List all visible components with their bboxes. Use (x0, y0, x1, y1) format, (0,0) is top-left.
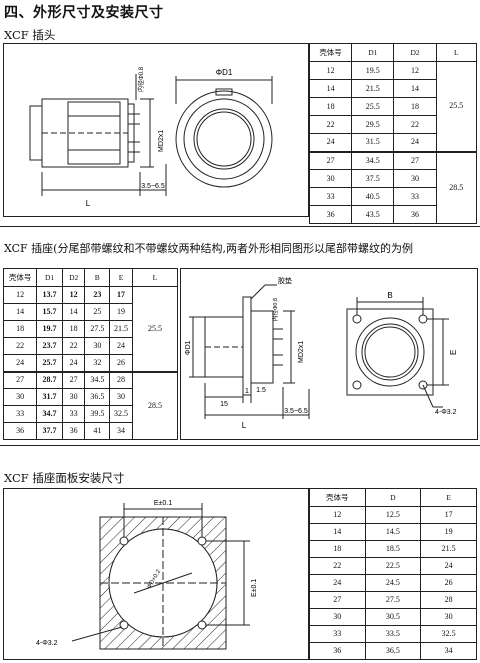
panel-e-top-label: E±0.1 (154, 500, 172, 507)
panel-heading: XCF 插座面板安装尺寸 (4, 471, 125, 485)
plug-md-label: MD2x1 (158, 130, 165, 152)
plug-offset-label: 3.5~6.5 (141, 183, 165, 190)
socket-offset-label: 3.5~6.5 (284, 408, 308, 415)
socket-th-d1: D1 (36, 268, 63, 287)
socket-front-flange (346, 308, 434, 396)
socket-inner-dim-label: 内径Φ0.8 (271, 298, 279, 321)
plug-th-shell: 壳体号 (308, 43, 353, 62)
panel-drawing-frame: E±0.1 E±0.1 ΦD+0.2 4-Φ3.2 (3, 488, 309, 660)
socket-dim15b-label: 1.5 (256, 387, 266, 394)
socket-heading: XCF 插座(分尾部带螺纹和不带螺纹两种结构,两者外形相同图形以尾部带螺纹的为例 (4, 242, 413, 255)
socket-l-group1: 25.5 (131, 286, 179, 372)
plug-th-d2: D2 (393, 43, 437, 62)
plug-heading: XCF 插头 (4, 28, 56, 42)
panel-holes-label: 4-Φ3.2 (36, 640, 58, 647)
socket-flange (242, 296, 252, 396)
socket-md-label: MD2x1 (298, 341, 305, 363)
panel-th-e: E (420, 488, 477, 507)
plug-drawing: L 3.5~6.5 MD2x1 内径Φ0.8 ΦD1 (29, 66, 273, 208)
plug-inner-dim-label: 内径Φ0.8 (137, 66, 145, 92)
socket-th-l: L (131, 268, 179, 287)
panel-th-shell: 壳体号 (309, 488, 366, 507)
divider-1 (0, 226, 480, 227)
socket-drawing: 胶垫 内径Φ0.8 MD2x1 ΦD1 15 1 1.5 L 3.5~6.5 B… (185, 276, 458, 430)
plug-front-outer (175, 90, 273, 188)
socket-l-label: L (242, 421, 247, 430)
socket-e-label: E (449, 350, 458, 355)
panel-th-d: D (364, 488, 422, 507)
socket-th-e: E (109, 268, 133, 287)
socket-dim1-label: 1 (245, 388, 249, 395)
plug-d1-label: ΦD1 (216, 68, 233, 77)
socket-l-group2: 28.5 (131, 370, 179, 440)
socket-d1-label: ΦD1 (185, 340, 192, 355)
plug-drawing-frame: L 3.5~6.5 MD2x1 内径Φ0.8 ΦD1 (3, 43, 309, 217)
plug-th-d1: D1 (351, 43, 395, 62)
plug-rear-cap (29, 105, 43, 161)
socket-b-label: B (387, 291, 392, 300)
main-heading: 四、外形尺寸及安装尺寸 (4, 5, 164, 21)
plug-l-group2: 28.5 (435, 150, 478, 224)
socket-dim15-label: 15 (220, 401, 228, 408)
socket-th-shell: 壳体号 (2, 268, 38, 287)
socket-holes-label: 4-Φ3.2 (435, 409, 457, 416)
plug-th-l: L (435, 43, 478, 62)
divider-2 (0, 445, 480, 446)
panel-e-right-label: E±0.1 (251, 579, 258, 597)
socket-th-d2: D2 (61, 268, 86, 287)
plug-l-group1: 25.5 (435, 61, 478, 152)
panel-drawing: E±0.1 E±0.1 ΦD+0.2 4-Φ3.2 (36, 500, 258, 650)
socket-drawing-frame: 胶垫 内径Φ0.8 MD2x1 ΦD1 15 1 1.5 L 3.5~6.5 B… (180, 268, 478, 440)
socket-gasket-label: 胶垫 (278, 276, 292, 285)
socket-th-b: B (84, 268, 111, 287)
plug-l-label: L (86, 199, 91, 208)
